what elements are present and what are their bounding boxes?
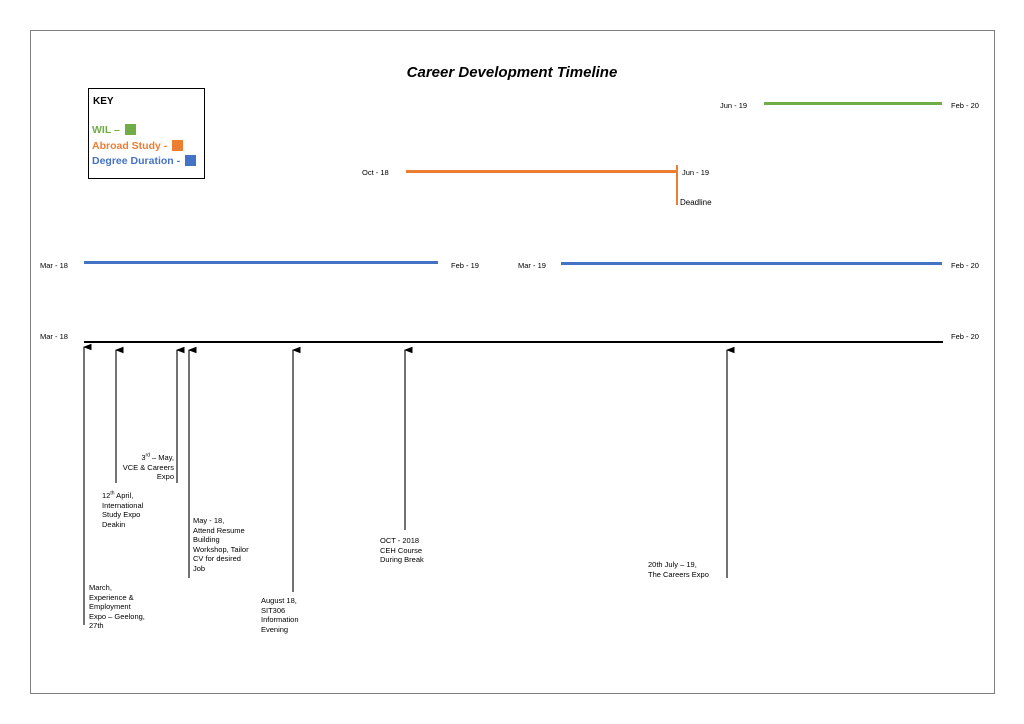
event-oct-line: During Break xyxy=(380,555,424,565)
abroad-start-label: Oct - 18 xyxy=(362,168,389,177)
event-august-line: August 18, xyxy=(261,596,297,605)
main-end-label: Feb - 20 xyxy=(951,332,979,341)
main-start-label: Mar - 18 xyxy=(40,332,68,341)
key-item-wil: WIL – xyxy=(92,124,136,136)
degree2-line xyxy=(561,262,942,265)
event-may18-line: CV for desired xyxy=(193,554,241,564)
event-august-line: Information xyxy=(261,615,299,625)
main-timeline-line xyxy=(84,341,943,343)
degree1-line xyxy=(84,261,438,264)
event-july-line: The Careers Expo xyxy=(648,569,709,579)
event-may3-line: 3rd – May, xyxy=(141,452,174,462)
event-august-line: SIT306 xyxy=(261,605,286,615)
event-august-line: Evening xyxy=(261,624,289,634)
event-oct-line: CEH Course xyxy=(380,545,423,555)
event-march-line: Experience & xyxy=(89,592,134,602)
event-july-line: 20th July – 19, xyxy=(648,560,697,569)
abroad-swatch xyxy=(172,140,184,151)
degree2-end-label: Feb - 20 xyxy=(951,261,979,270)
event-april-line: International xyxy=(102,500,144,510)
event-march-line: 27th xyxy=(89,621,104,631)
key-title: KEY xyxy=(93,96,114,107)
event-april-label: 12th April, International Study Expo Dea… xyxy=(102,491,143,529)
event-may18-line: Job xyxy=(193,563,206,573)
event-march-line: Employment xyxy=(89,602,131,612)
event-march-line: Expo – Geelong, xyxy=(89,611,145,621)
deadline-label: Deadline xyxy=(680,198,712,207)
abroad-line xyxy=(406,170,678,173)
key-item-degree: Degree Duration - xyxy=(92,155,197,167)
degree-swatch xyxy=(185,155,197,166)
key-item-abroad-label: Abroad Study - xyxy=(92,140,168,152)
event-may3-line: VCE & Careers xyxy=(122,462,174,472)
event-may18-line: May - 18, xyxy=(193,516,225,525)
key-item-wil-label: WIL – xyxy=(92,124,120,136)
event-may18-label: May - 18, Attend Resume Building Worksho… xyxy=(193,516,249,574)
event-march-label: March, Experience & Employment Expo – Ge… xyxy=(89,583,145,631)
degree1-start-label: Mar - 18 xyxy=(40,261,68,270)
event-may3-line: Expo xyxy=(156,472,174,482)
event-may18-line: Attend Resume xyxy=(193,525,245,535)
page-frame xyxy=(30,30,995,694)
degree2-start-label: Mar - 19 xyxy=(518,261,546,270)
abroad-deadline-marker xyxy=(676,165,678,205)
event-oct-line: OCT - 2018 xyxy=(380,536,420,545)
event-april-line: 12th April, xyxy=(102,490,134,500)
wil-swatch xyxy=(124,124,136,135)
wil-line xyxy=(764,102,942,105)
key-legend: KEY WIL – Abroad Study - Degree Duration… xyxy=(88,88,205,179)
event-oct-label: OCT - 2018 CEH Course During Break xyxy=(380,536,424,565)
event-july-label: 20th July – 19, The Careers Expo xyxy=(648,560,709,579)
event-may3-label: 3rd – May, VCE & Careers Expo xyxy=(120,453,174,482)
event-april-line: Study Expo xyxy=(102,510,141,520)
wil-end-label: Feb - 20 xyxy=(951,101,979,110)
event-august-label: August 18, SIT306 Information Evening xyxy=(261,596,299,634)
key-item-abroad: Abroad Study - xyxy=(92,140,184,152)
event-may18-line: Workshop, Tailor xyxy=(193,544,249,554)
key-item-degree-label: Degree Duration - xyxy=(92,155,181,167)
chart-title: Career Development Timeline xyxy=(406,64,618,81)
event-april-line: Deakin xyxy=(102,519,126,529)
abroad-end-label: Jun - 19 xyxy=(682,168,710,177)
event-march-line: March, xyxy=(89,583,112,592)
wil-start-label: Jun - 19 xyxy=(720,101,748,110)
event-may18-line: Building xyxy=(193,535,220,545)
degree1-end-label: Feb - 19 xyxy=(451,261,479,270)
